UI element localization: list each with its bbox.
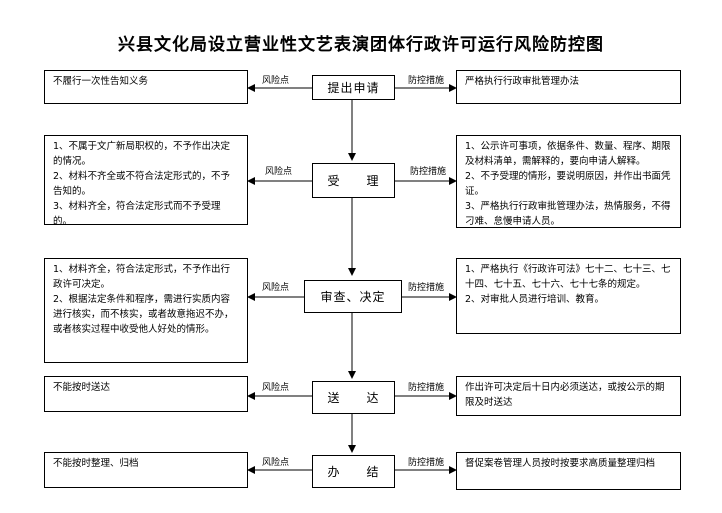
page-title: 兴县文化局设立营业性文艺表演团体行政许可运行风险防控图: [118, 35, 604, 55]
risk-text-4: 不能按时送达: [53, 382, 111, 393]
step-name-3: 审查、决定: [320, 290, 386, 304]
risk-box-3: 1、材料齐全，符合法定形式，不予作出行政许可决定。2、根据法定条件和程序，需进行…: [44, 258, 248, 363]
risk-label-2: 风险点: [265, 167, 293, 177]
risk-text-3: 1、材料齐全，符合法定形式，不予作出行政许可决定。2、根据法定条件和程序，需进行…: [53, 264, 234, 335]
risk-box-5: 不能按时整理、归档: [44, 452, 248, 488]
measure-label-2: 防控措施: [410, 167, 447, 177]
risk-box-4: 不能按时送达: [44, 376, 248, 412]
measure-text-5: 督促案卷管理人员按时按要求高质量整理归档: [465, 458, 656, 469]
measure-box-4: 作出许可决定后十日内必须送达，或按公示的期限及时送达: [456, 376, 681, 416]
measure-box-2: 1、公示许可事项，依据条件、数量、程序、期限及材料清单，需解释的，要向申请人解释…: [456, 135, 681, 228]
risk-label-4: 风险点: [262, 383, 290, 393]
measure-box-5: 督促案卷管理人员按时按要求高质量整理归档: [456, 452, 681, 490]
measure-text-3: 1、严格执行《行政许可法》七十二、七十三、七十四、七十五、七十六、七十七条的规定…: [465, 264, 671, 305]
measure-label-4: 防控措施: [408, 383, 445, 393]
measure-text-4: 作出许可决定后十日内必须送达，或按公示的期限及时送达: [465, 382, 665, 408]
measure-label-1: 防控措施: [408, 76, 445, 86]
risk-box-2: 1、不属于文广新局职权的，不予作出决定的情况。2、材料不齐全或不符合法定形式的，…: [44, 135, 248, 227]
step-box-4: 送 达: [312, 381, 395, 414]
step-box-5: 办 结: [312, 455, 395, 488]
measure-box-3: 1、严格执行《行政许可法》七十二、七十三、七十四、七十五、七十六、七十七条的规定…: [456, 258, 681, 334]
measure-text-1: 严格执行行政审批管理办法: [465, 76, 580, 87]
risk-label-3: 风险点: [262, 283, 290, 293]
risk-label-5: 风险点: [262, 458, 290, 468]
step-box-2: 受 理: [312, 163, 395, 198]
measure-text-2: 1、公示许可事项，依据条件、数量、程序、期限及材料清单，需解释的，要向申请人解释…: [465, 141, 671, 227]
step-name-2: 受 理: [327, 174, 380, 188]
step-box-1: 提出申请: [312, 75, 395, 100]
risk-label-1: 风险点: [262, 76, 290, 86]
risk-text-2: 1、不属于文广新局职权的，不予作出决定的情况。2、材料不齐全或不符合法定形式的，…: [53, 141, 231, 227]
risk-box-1: 不履行一次性告知义务: [44, 70, 248, 104]
measure-label-3: 防控措施: [408, 283, 445, 293]
step-name-1: 提出申请: [327, 81, 380, 95]
risk-text-1: 不履行一次性告知义务: [53, 76, 149, 87]
step-name-5: 办 结: [327, 465, 380, 479]
step-name-4: 送 达: [327, 391, 380, 405]
step-box-3: 审查、决定: [304, 280, 402, 313]
measure-label-5: 防控措施: [408, 458, 445, 468]
measure-box-1: 严格执行行政审批管理办法: [456, 70, 681, 104]
risk-text-5: 不能按时整理、归档: [53, 458, 139, 469]
